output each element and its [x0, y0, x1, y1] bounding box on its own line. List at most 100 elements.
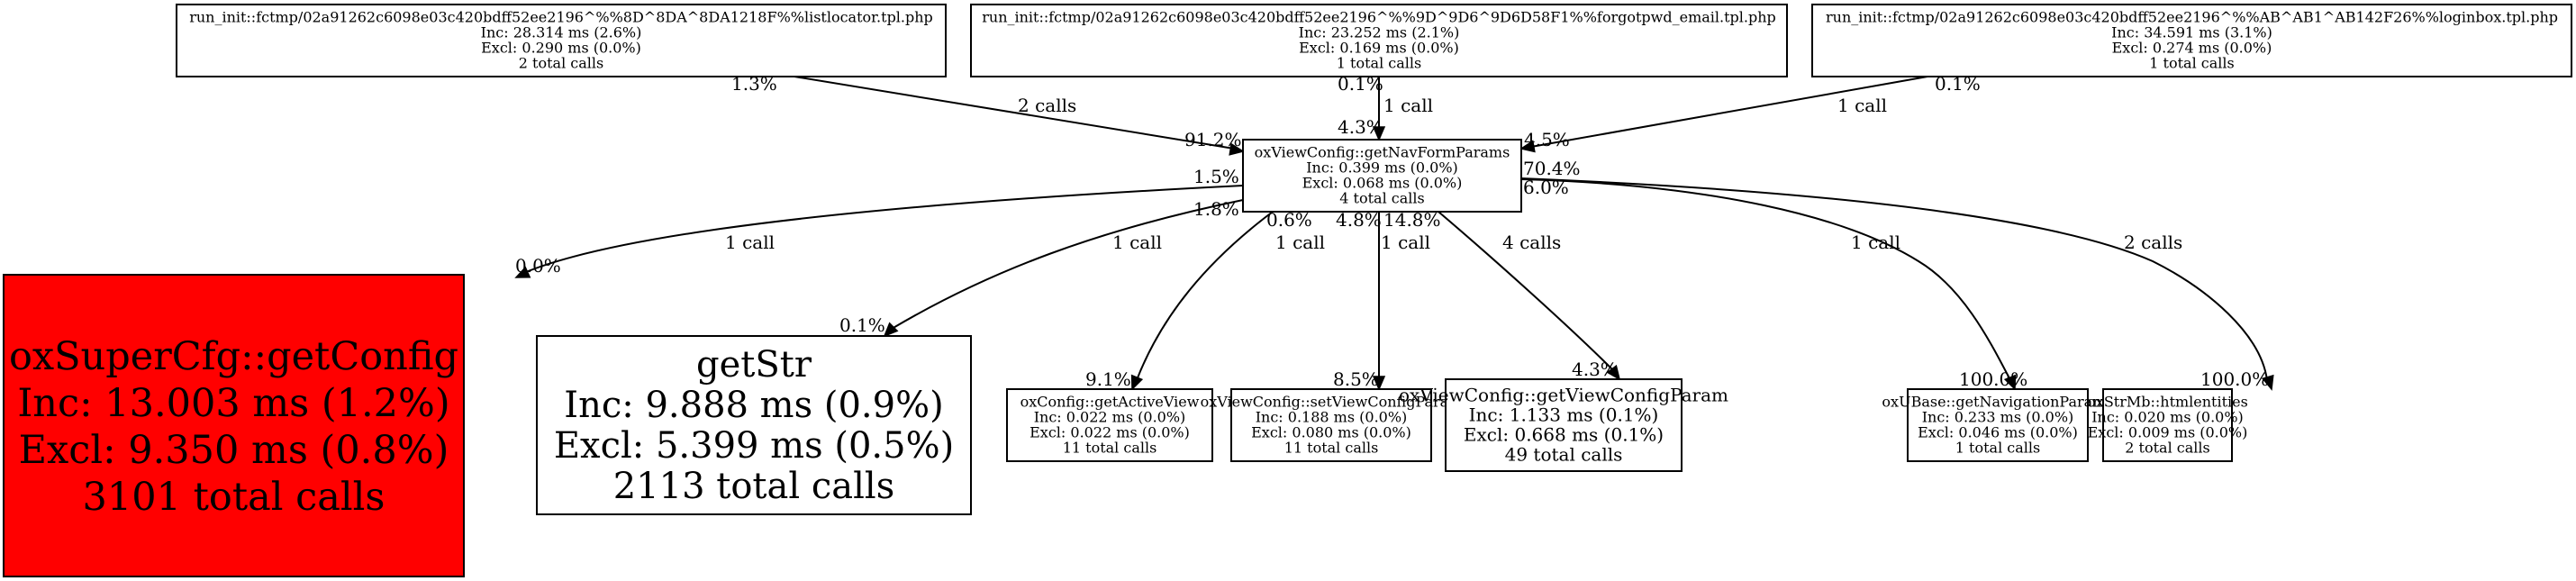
node-inclusive-time: Inc: 13.003 ms (1.2%): [17, 381, 449, 426]
edge-head-percent: 4.5%: [1524, 129, 1570, 150]
node-inclusive-time: Inc: 0.020 ms (0.0%): [2091, 409, 2244, 426]
node-inclusive-time: Inc: 34.591 ms (3.1%): [2111, 24, 2272, 41]
node-exclusive-time: Excl: 0.080 ms (0.0%): [1251, 424, 1411, 441]
edge-line: [1530, 76, 1928, 148]
node-total-calls: 1 total calls: [2149, 55, 2234, 72]
node-box: [1006, 388, 1213, 462]
edge-head-percent: 0.0%: [515, 255, 561, 277]
edge-line: [525, 185, 1244, 273]
arrow-head-icon: [1372, 126, 1386, 141]
node-total-calls: 2 total calls: [519, 55, 603, 72]
node-exclusive-time: Excl: 0.009 ms (0.0%): [2088, 424, 2248, 441]
arrow-head-icon: [1519, 140, 1536, 153]
edge-call-count: 1 call: [1837, 95, 1887, 116]
nodes-layer: run_init::fctmp/02a91262c6098e03c420bdff…: [3, 4, 2572, 577]
edge-line: [1136, 211, 1274, 381]
node-total-calls: 2113 total calls: [613, 466, 894, 507]
edge-call-count: 1 call: [1383, 95, 1433, 116]
node-box: [2102, 388, 2233, 462]
node-box: [1242, 139, 1522, 213]
node-loginbox[interactable]: run_init::fctmp/02a91262c6098e03c420bdff…: [1811, 4, 2572, 77]
edge-head-percent: 100.0%: [1959, 368, 2027, 390]
node-name: run_init::fctmp/02a91262c6098e03c420bdff…: [189, 9, 933, 26]
node-exclusive-time: Excl: 0.022 ms (0.0%): [1029, 424, 1190, 441]
node-exclusive-time: Excl: 0.274 ms (0.0%): [2112, 40, 2272, 57]
edge-line: [1520, 178, 2011, 381]
node-inclusive-time: Inc: 9.888 ms (0.9%): [564, 385, 943, 426]
edge-getNavFormParams-to-getStr[interactable]: 1 call 1.8% 0.1%: [839, 198, 1244, 338]
edge-tail-percent: 6.0%: [1523, 177, 1569, 198]
node-box: [1230, 388, 1432, 462]
node-total-calls: 4 total calls: [1339, 190, 1424, 207]
node-box: [1445, 378, 1683, 472]
node-name: oxSuperCfg::getConfig: [9, 334, 458, 379]
node-total-calls: 11 total calls: [1284, 440, 1379, 457]
arrow-head-icon: [1606, 364, 1621, 381]
node-name: getStr: [696, 344, 812, 386]
node-box: [536, 335, 972, 515]
node-name: oxViewConfig::getViewConfigParam: [1399, 385, 1728, 406]
node-box: [970, 4, 1788, 77]
node-box: [1907, 388, 2089, 462]
node-total-calls: 3101 total calls: [83, 475, 385, 520]
node-exclusive-time: Excl: 9.350 ms (0.8%): [19, 428, 449, 473]
arrow-head-icon: [1229, 142, 1245, 156]
edge-head-percent: 0.1%: [839, 314, 885, 336]
node-name: run_init::fctmp/02a91262c6098e03c420bdff…: [1826, 9, 2558, 26]
node-inclusive-time: Inc: 23.252 ms (2.1%): [1299, 24, 1460, 41]
arrow-head-icon: [2003, 374, 2017, 391]
arrow-head-icon: [883, 322, 899, 338]
edge-head-percent: 9.1%: [1085, 368, 1131, 390]
node-name: oxConfig::getActiveView: [1020, 394, 1200, 411]
edge-tail-percent: 1.8%: [1193, 198, 1239, 220]
node-exclusive-time: Excl: 0.668 ms (0.1%): [1464, 424, 1664, 446]
node-total-calls: 11 total calls: [1063, 440, 1157, 457]
edge-line: [1438, 211, 1615, 372]
edge-head-percent: 100.0%: [2200, 368, 2269, 390]
node-total-calls: 49 total calls: [1505, 444, 1623, 466]
node-forgotpwd[interactable]: run_init::fctmp/02a91262c6098e03c420bdff…: [970, 4, 1788, 77]
node-box: [3, 274, 465, 577]
node-inclusive-time: Inc: 0.233 ms (0.0%): [1922, 409, 2074, 426]
node-name: oxStrMb::htmlentities: [2087, 394, 2248, 411]
node-box: [176, 4, 947, 77]
edge-line: [794, 76, 1235, 150]
node-box: [1811, 4, 2572, 77]
node-listlocator[interactable]: run_init::fctmp/02a91262c6098e03c420bdff…: [176, 4, 947, 77]
node-exclusive-time: Excl: 0.068 ms (0.0%): [1302, 175, 1463, 192]
node-name: oxUBase::getNavigationParams: [1882, 394, 2113, 411]
edge-tail-percent: 1.5%: [1193, 166, 1239, 187]
edge-head-percent: 91.2%: [1184, 129, 1242, 150]
node-exclusive-time: Excl: 5.399 ms (0.5%): [554, 425, 954, 467]
edge-head-percent: 4.3%: [1572, 359, 1618, 380]
edge-getNavFormParams-to-getConfig[interactable]: 1 call 1.5% 0.0%: [514, 166, 1244, 278]
edge-call-count: 1 call: [1851, 231, 1900, 253]
node-inclusive-time: Inc: 1.133 ms (0.1%): [1469, 404, 1659, 426]
edge-call-count: 1 call: [1275, 231, 1325, 253]
arrow-head-icon: [514, 266, 531, 278]
edge-line: [891, 199, 1244, 330]
arrow-head-icon: [1372, 376, 1386, 391]
node-inclusive-time: Inc: 0.022 ms (0.0%): [1034, 409, 1186, 426]
node-total-calls: 1 total calls: [1337, 55, 1421, 72]
edge-call-count: 1 call: [1112, 231, 1162, 253]
node-name: oxViewConfig::getNavFormParams: [1255, 144, 1510, 161]
arrow-head-icon: [2261, 374, 2274, 391]
edge-head-percent: 8.5%: [1333, 368, 1379, 390]
